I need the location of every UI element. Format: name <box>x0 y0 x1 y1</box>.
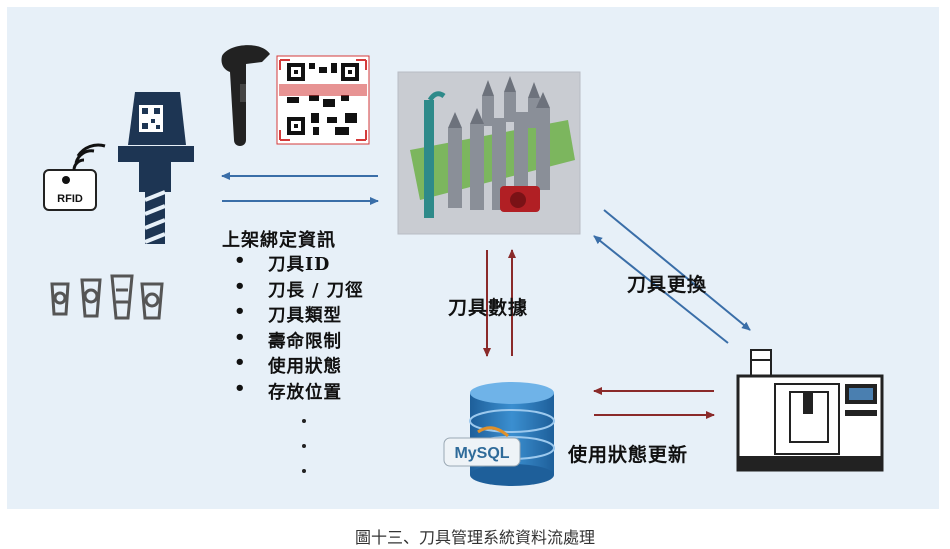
info-list-item-label: 使用狀態 <box>268 357 342 377</box>
info-list-item: • 刀具類型 <box>232 301 364 328</box>
bullet-icon: • <box>234 326 247 348</box>
bullet-icon: • <box>234 301 247 322</box>
rfid-label: RFID <box>57 193 83 205</box>
info-list-item-label: 刀具ID <box>268 255 331 275</box>
info-list-item: • 壽命限制 <box>232 326 364 354</box>
ellipsis-dot <box>302 469 306 473</box>
ellipsis-dot <box>302 419 306 423</box>
ellipsis-dot <box>302 444 306 448</box>
mysql-label: MySQL <box>454 445 509 462</box>
info-list-item: • 刀具ID <box>232 250 364 277</box>
info-list-item: • 刀長 / 刀徑 <box>232 275 364 303</box>
info-list-item: • 使用狀態 <box>232 352 364 379</box>
info-list-item-label: 壽命限制 <box>268 331 342 352</box>
barcode-scanner-icon <box>221 45 270 146</box>
bullet-icon: • <box>234 352 247 373</box>
tool-holder-icon <box>118 92 194 244</box>
qr-code-icon <box>276 55 370 145</box>
tool-data-label: 刀具數據 <box>448 297 529 319</box>
cnc-machine-icon <box>736 349 884 472</box>
info-title: 上架綁定資訊 <box>222 230 336 251</box>
arrow-cart-to-machine <box>603 209 751 331</box>
info-list-item-label: 存放位置 <box>268 382 342 403</box>
arrow-machine-to-cart <box>593 235 729 344</box>
tool-cart-image <box>397 71 581 235</box>
bullet-icon: • <box>234 250 247 271</box>
info-list: • 刀具ID • 刀長 / 刀徑 • 刀具類型 • 壽命限制 • 使用狀態 • 存放位置 <box>232 250 364 405</box>
tool-holders-icon <box>50 274 164 320</box>
info-list-item: • 存放位置 <box>232 377 364 405</box>
rfid-card-icon: RFID <box>43 143 106 211</box>
status-update-label: 使用狀態更新 <box>568 444 689 466</box>
mysql-database-icon: MySQL <box>443 382 555 486</box>
bullet-icon: • <box>234 377 247 399</box>
figure-caption: 圖十三、刀具管理系統資料流處理 <box>354 528 595 547</box>
bullet-icon: • <box>234 275 247 297</box>
info-list-item-label: 刀長 / 刀徑 <box>268 280 364 301</box>
tool-change-label: 刀具更換 <box>627 274 708 296</box>
info-list-item-label: 刀具類型 <box>268 306 342 326</box>
